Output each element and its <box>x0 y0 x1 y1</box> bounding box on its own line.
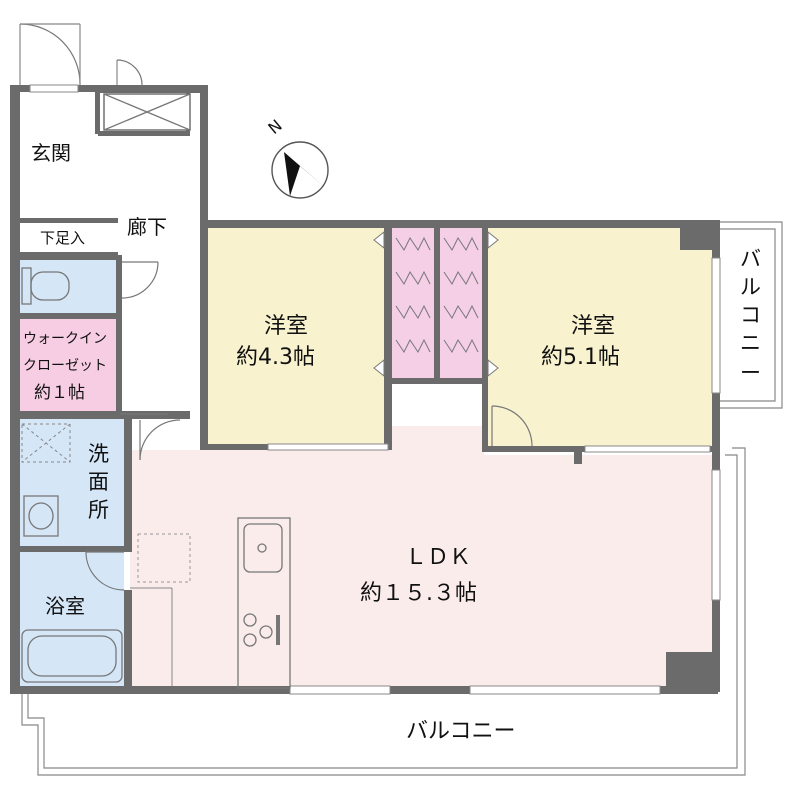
svg-text:約１５.３帖: 約１５.３帖 <box>360 581 477 606</box>
entrance-label: 玄関 <box>31 141 71 165</box>
entry-doors <box>19 23 143 86</box>
hallway-label: 廊下 <box>127 215 167 239</box>
interior-doors <box>85 261 533 591</box>
washbasin-fixture <box>23 495 59 537</box>
svg-text:約１帖: 約１帖 <box>34 383 85 403</box>
windows <box>29 84 721 695</box>
compass-label: N <box>264 116 285 138</box>
svg-text:ウォークイン: ウォークイン <box>23 331 107 347</box>
washroom-label: 洗 面 所 <box>88 442 109 522</box>
svg-text:約4.3帖: 約4.3帖 <box>236 345 315 370</box>
svg-text:洗: 洗 <box>88 442 109 466</box>
bathtub-fixture <box>21 629 123 683</box>
side-balcony <box>718 221 783 409</box>
svg-text:洋室: 洋室 <box>571 314 615 339</box>
svg-text:バ: バ <box>740 247 761 271</box>
fridge-space <box>137 533 191 583</box>
western-room-1-label: 洋室 約4.3帖 <box>236 314 315 370</box>
svg-text:ＬＤＫ: ＬＤＫ <box>405 545 471 570</box>
closet-doors <box>373 230 499 378</box>
side-balcony-label: バ ル コ ニ ー <box>740 247 761 385</box>
svg-text:コ: コ <box>740 303 761 327</box>
walk-in-closet-label: ウォークイン クローゼット 約１帖 <box>23 331 107 403</box>
svg-text:ニ: ニ <box>740 331 761 355</box>
svg-text:クローゼット: クローゼット <box>23 358 107 374</box>
svg-text:洋室: 洋室 <box>264 314 308 339</box>
shoe-box-label: 下足入 <box>40 229 85 247</box>
svg-text:ル: ル <box>740 275 761 299</box>
washing-machine-pan <box>21 423 71 463</box>
bath-label: 浴室 <box>45 594 85 618</box>
svg-text:所: 所 <box>88 498 109 522</box>
storage-cabinet <box>103 93 191 131</box>
kitchen-counter <box>237 517 291 689</box>
ldk-label: ＬＤＫ 約１５.３帖 <box>360 545 477 606</box>
bottom-balcony <box>12 447 746 776</box>
svg-text:面: 面 <box>88 470 109 494</box>
north-arrow-icon: N <box>264 116 329 199</box>
bottom-balcony-label: バルコニー <box>406 719 516 744</box>
toilet-fixture <box>21 267 70 305</box>
svg-text:約5.1帖: 約5.1帖 <box>541 345 620 370</box>
western-room-2-label: 洋室 約5.1帖 <box>541 314 620 370</box>
svg-text:ー: ー <box>740 361 761 385</box>
